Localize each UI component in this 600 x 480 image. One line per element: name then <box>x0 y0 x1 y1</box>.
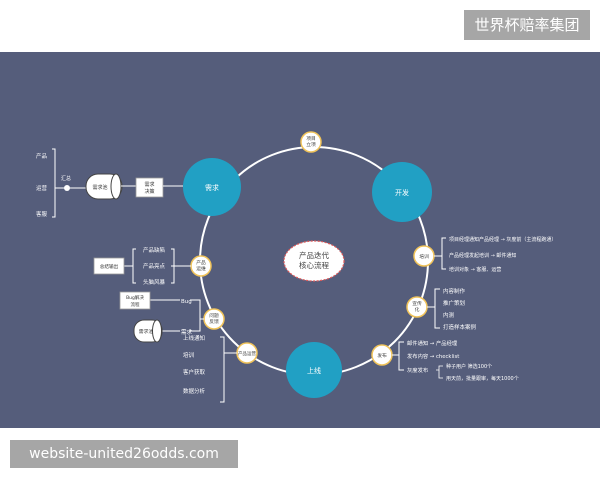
ops-item-notice: 上线通知 <box>183 334 205 342</box>
center-title-1: 产品迭代 <box>299 250 329 260</box>
bug-process-label-2: 流程 <box>131 301 140 308</box>
node-promotion[interactable]: 宣传 化 <box>406 296 428 318</box>
node-promotion-label-2: 化 <box>415 306 420 313</box>
node-collect-label-1: 产品 <box>196 259 206 266</box>
node-release[interactable]: 发布 <box>371 344 393 366</box>
train-item-2: 产品经理发起培训 → 邮件通知 <box>449 252 516 259</box>
promo-item-beta: 内测 <box>443 311 455 319</box>
node-promotion-label-1: 宣传 <box>412 300 422 307</box>
node-project-setup[interactable]: 项目 立项 <box>300 131 322 153</box>
node-training[interactable]: 培训 <box>413 245 435 267</box>
promo-item-planning: 推广策划 <box>443 299 465 307</box>
release-item-batch: 用天前，批量跟审，每天1000个 <box>446 375 519 382</box>
release-item-checklist: 发布内容 → checklist <box>407 352 459 360</box>
ops-item-training: 培训 <box>183 351 195 359</box>
node-operations-label: 产品运营 <box>238 350 256 357</box>
collect-item-highlights: 产品亮点 <box>143 262 166 270</box>
ops-item-analytics: 数据分析 <box>183 387 206 395</box>
node-feedback[interactable]: 问题 反馈 <box>203 308 225 330</box>
release-item-gray: 灰度发布 <box>407 366 428 374</box>
node-development[interactable]: 开发 <box>372 162 432 222</box>
requirement-pool-2-label: 需求池 <box>139 328 154 335</box>
center-title-2: 核心流程 <box>299 260 329 270</box>
sources-group: 产品 运营 客服 汇总 <box>36 148 86 218</box>
collect-item-defects: 产品缺陷 <box>143 246 165 254</box>
train-item-3: 培训对象 → 客服、运营 <box>449 266 501 273</box>
summary-label: 汇总 <box>61 175 71 182</box>
node-collect[interactable]: 产品 运维 <box>190 255 212 277</box>
source-product: 产品 <box>36 152 48 160</box>
decision-label-2: 决策 <box>144 188 154 195</box>
feedback-group: Bug 需求 <box>150 299 204 336</box>
watermark-top: 世界杯赔率集团 <box>464 10 590 40</box>
summary-output-box[interactable]: 总结输出 <box>93 257 125 275</box>
bug-process-label-1: Bug解决 <box>126 294 144 301</box>
requirement-pool-1[interactable]: 需求池 <box>85 173 123 200</box>
bug-label: Bug <box>181 299 192 305</box>
node-feedback-label-1: 问题 <box>209 312 219 319</box>
node-online-label: 上线 <box>307 366 321 375</box>
decision-box[interactable]: 需求 决策 <box>135 177 164 198</box>
decision-label-1: 需求 <box>144 181 154 188</box>
node-operations[interactable]: 产品运营 <box>236 342 258 364</box>
training-items: 项目经理通知产品经理 → 灰度前（主流程跑通） 产品经理发起培训 → 邮件通知 … <box>434 236 556 273</box>
source-service: 客服 <box>36 210 48 218</box>
node-online[interactable]: 上线 <box>286 342 342 398</box>
need-label: 需求 <box>181 328 193 336</box>
operations-items: 上线通知 培训 客户获取 数据分析 <box>183 334 237 403</box>
node-project-setup-label-1: 项目 <box>306 136 316 142</box>
node-training-label: 培训 <box>419 253 429 260</box>
node-project-setup-label-2: 立项 <box>306 141 316 148</box>
diagram-canvas: 产品迭代 核心流程 需求 开发 上线 项目 立项 培训 宣传 化 发布 产品运营… <box>0 52 600 428</box>
bug-process-box[interactable]: Bug解决 流程 <box>119 291 151 310</box>
ops-item-acquisition: 客户获取 <box>183 368 206 376</box>
requirement-pool-1-label: 需求池 <box>92 184 107 191</box>
watermark-bottom: website-united26odds.com <box>10 440 238 468</box>
collect-item-brainstorm: 头脑风暴 <box>143 278 166 286</box>
promotion-items: 内容制作 推广策划 内测 打造样本案例 <box>427 287 477 331</box>
promo-item-content: 内容制作 <box>443 287 466 295</box>
center-node: 产品迭代 核心流程 <box>283 240 345 282</box>
requirement-pool-2[interactable]: 需求池 <box>133 319 163 343</box>
node-collect-label-2: 运维 <box>196 265 206 272</box>
summary-dot <box>64 185 70 191</box>
node-release-label: 发布 <box>377 352 387 359</box>
source-operations: 运营 <box>36 184 48 192</box>
release-item-email: 邮件通知 → 产品经理 <box>407 339 458 347</box>
collect-group: 产品缺陷 产品亮点 头脑风暴 <box>124 246 191 286</box>
node-development-label: 开发 <box>395 188 409 197</box>
promo-item-cases: 打造样本案例 <box>443 323 477 331</box>
summary-output-label: 总结输出 <box>100 263 119 270</box>
node-feedback-label-2: 反馈 <box>209 318 219 325</box>
node-requirement[interactable]: 需求 <box>183 158 241 216</box>
node-requirement-label: 需求 <box>205 183 219 192</box>
release-item-seed-users: 种子用户 筛选100个 <box>446 363 492 370</box>
release-items: 邮件通知 → 产品经理 发布内容 → checklist 灰度发布 种子用户 筛… <box>392 339 519 382</box>
train-item-1: 项目经理通知产品经理 → 灰度前（主流程跑通） <box>449 236 556 243</box>
